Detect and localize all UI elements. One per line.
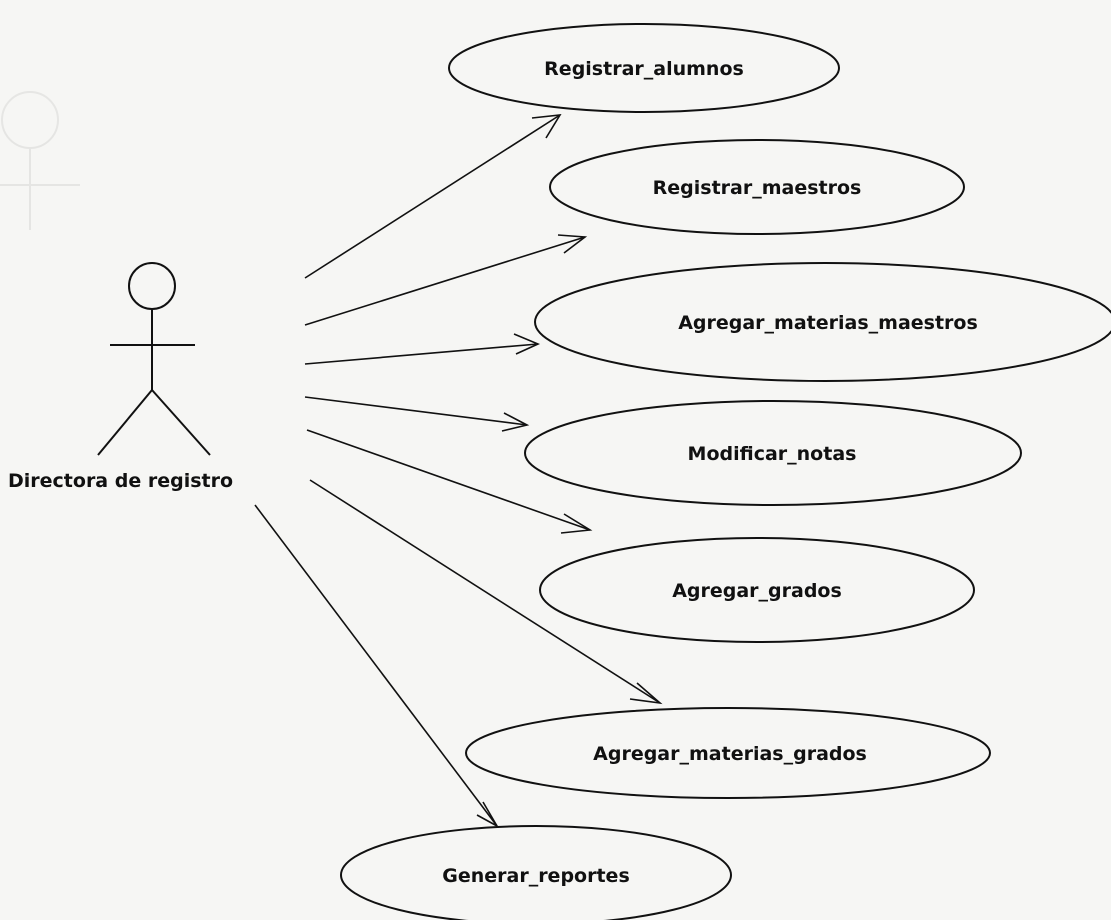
use-case-registrar-alumnos: Registrar_alumnos [448,23,840,113]
actor [97,262,211,456]
association-agregar-materias-grados [309,479,663,705]
association-generar-reportes [254,504,500,829]
use-case-agregar-grados: Agregar_grados [539,537,975,643]
use-cases: Registrar_alumnos Registrar_maestros Agr… [340,23,1111,920]
use-case-label: Modificar_notas [688,443,857,465]
actor-leg-right [151,389,211,456]
actor-head [128,262,176,310]
use-case-label: Registrar_maestros [653,177,862,199]
use-case-label: Generar_reportes [442,865,630,887]
association-modificar-notas [304,396,530,432]
association-registrar-alumnos [304,114,562,279]
background-ghost [0,91,80,230]
actor-label: Directora de registro [8,470,233,492]
use-case-agregar-materias-grados: Agregar_materias_grados [465,707,991,799]
use-case-label: Agregar_materias_maestros [678,312,978,334]
use-case-label: Registrar_alumnos [544,58,744,80]
association-agregar-grados [306,429,593,534]
use-case-agregar-materias-maestros: Agregar_materias_maestros [534,262,1111,382]
associations [254,114,663,829]
use-case-generar-reportes: Generar_reportes [340,825,732,920]
association-registrar-maestros [304,234,588,326]
use-case-label: Agregar_grados [672,580,842,602]
association-agregar-materias-maestros [304,333,541,365]
actor-leg-left [97,389,153,456]
use-case-modificar-notas: Modificar_notas [524,400,1022,506]
use-case-label: Agregar_materias_grados [593,743,867,765]
use-case-registrar-maestros: Registrar_maestros [549,139,965,235]
